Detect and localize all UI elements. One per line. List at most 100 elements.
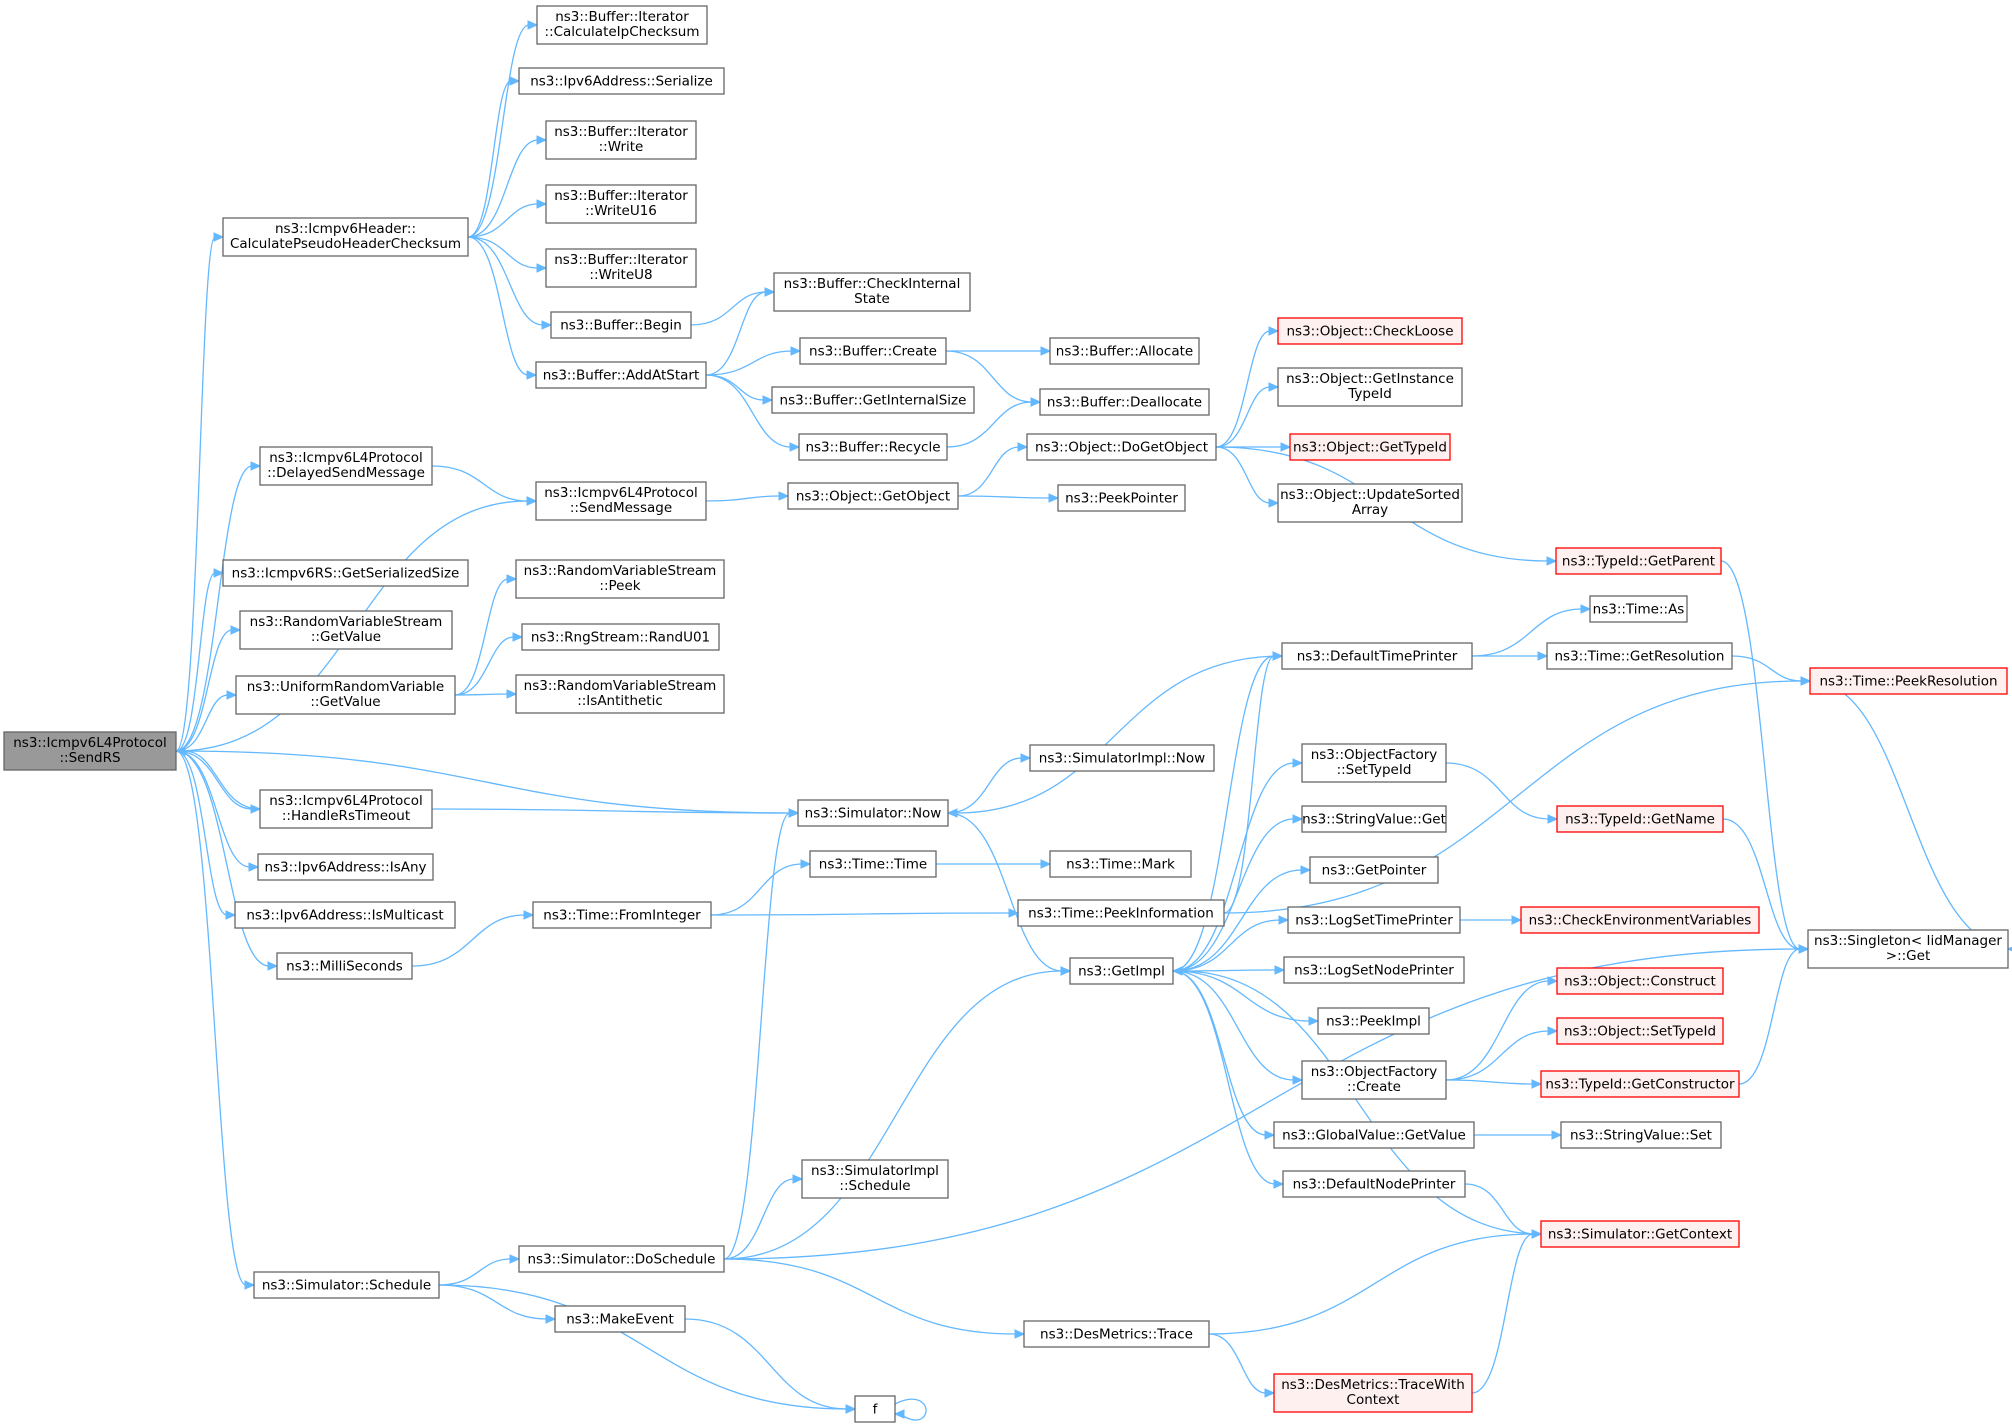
node-bufcreate[interactable]: ns3::Buffer::Create xyxy=(799,337,947,365)
node-logsettime[interactable]: ns3::LogSetTimePrinter xyxy=(1287,906,1461,934)
node-tidgetctor[interactable]: ns3::TypeId::GetConstructor xyxy=(1540,1070,1740,1098)
node-simgetctx[interactable]: ns3::Simulator::GetContext xyxy=(1540,1220,1740,1248)
node-simimplsched[interactable]: ns3::SimulatorImpl::Schedule xyxy=(801,1159,949,1199)
node-label: ns3::Icmpv6RS::GetSerializedSize xyxy=(232,566,460,582)
node-label: Context xyxy=(1347,1392,1400,1408)
edge-line xyxy=(684,1318,848,1410)
node-bufdealloc[interactable]: ns3::Buffer::Deallocate xyxy=(1039,388,1210,416)
node-bufalloc[interactable]: ns3::Buffer::Allocate xyxy=(1049,337,1200,365)
node-calcpseudo[interactable]: ns3::Icmpv6Header::CalculatePseudoHeader… xyxy=(222,217,469,257)
node-singletonget[interactable]: ns3::Singleton< IidManager>::Get xyxy=(1807,929,2009,969)
node-calcip[interactable]: ns3::Buffer::Iterator::CalculateIpChecks… xyxy=(536,5,708,45)
node-defnodeprinter[interactable]: ns3::DefaultNodePrinter xyxy=(1282,1170,1466,1198)
node-tidgetname[interactable]: ns3::TypeId::GetName xyxy=(1556,805,1724,833)
node-box xyxy=(771,386,975,414)
node-objgettid[interactable]: ns3::Object::GetTypeId xyxy=(1289,433,1451,461)
node-getpointer[interactable]: ns3::GetPointer xyxy=(1309,856,1439,884)
node-itwrite16[interactable]: ns3::Buffer::Iterator::WriteU16 xyxy=(545,184,697,224)
node-simimplnow[interactable]: ns3::SimulatorImpl::Now xyxy=(1029,744,1215,772)
node-label: ns3::UniformRandomVariable xyxy=(247,679,445,695)
node-sendrs[interactable]: ns3::Icmpv6L4Protocol::SendRS xyxy=(3,731,177,771)
node-peekimpl[interactable]: ns3::PeekImpl xyxy=(1317,1007,1430,1035)
edge-timegetres-to-timepeekres xyxy=(1731,655,1812,686)
node-itwrite[interactable]: ns3::Buffer::Iterator::Write xyxy=(545,120,697,160)
node-strvalget[interactable]: ns3::StringValue::Get xyxy=(1301,805,1447,833)
node-box xyxy=(1556,805,1724,833)
edge-sendrs-to-handlers xyxy=(175,750,262,814)
node-box xyxy=(797,799,949,827)
node-tidgetparent[interactable]: ns3::TypeId::GetParent xyxy=(1555,547,1722,575)
node-isanti[interactable]: ns3::RandomVariableStream::IsAntithetic xyxy=(515,674,725,714)
node-rvsgetvalue[interactable]: ns3::RandomVariableStream::GetValue xyxy=(239,610,453,650)
node-schedule[interactable]: ns3::Simulator::Schedule xyxy=(253,1271,440,1299)
node-strvalset[interactable]: ns3::StringValue::Set xyxy=(1560,1121,1722,1149)
node-timemark[interactable]: ns3::Time::Mark xyxy=(1049,850,1192,878)
node-objfaccreate[interactable]: ns3::ObjectFactory::Create xyxy=(1301,1060,1447,1100)
edge-line xyxy=(467,80,512,238)
node-label: ns3::Simulator::Now xyxy=(805,806,942,822)
node-box xyxy=(535,481,707,521)
node-isany[interactable]: ns3::Ipv6Address::IsAny xyxy=(257,853,434,881)
node-sendmessage[interactable]: ns3::Icmpv6L4Protocol::SendMessage xyxy=(535,481,707,521)
node-peekinfo[interactable]: ns3::Time::PeekInformation xyxy=(1017,899,1225,927)
edge-objfaccreate-to-objconstruct xyxy=(1445,976,1559,1081)
node-handlers[interactable]: ns3::Icmpv6L4Protocol::HandleRsTimeout xyxy=(259,789,433,829)
node-getimpl[interactable]: ns3::GetImpl xyxy=(1069,957,1174,985)
node-doschedule[interactable]: ns3::Simulator::DoSchedule xyxy=(518,1245,725,1273)
node-checkenv[interactable]: ns3::CheckEnvironmentVariables xyxy=(1520,906,1760,934)
node-delayedsend[interactable]: ns3::Icmpv6L4Protocol::DelayedSendMessag… xyxy=(259,446,433,486)
node-makeevent[interactable]: ns3::MakeEvent xyxy=(554,1305,686,1333)
node-logsetnode[interactable]: ns3::LogSetNodePrinter xyxy=(1283,956,1465,984)
node-label: CalculatePseudoHeaderChecksum xyxy=(230,236,461,252)
edge-handlers-to-sendrs xyxy=(174,746,261,810)
edge-line xyxy=(1731,655,1803,682)
node-urvgetvalue[interactable]: ns3::UniformRandomVariable::GetValue xyxy=(235,675,456,715)
node-box xyxy=(532,901,712,929)
edge-getobject-to-peekptr xyxy=(957,493,1060,503)
node-objsettid[interactable]: ns3::Object::SetTypeId xyxy=(1556,1017,1724,1045)
node-getserial[interactable]: ns3::Icmpv6RS::GetSerializedSize xyxy=(222,559,469,587)
node-fromint[interactable]: ns3::Time::FromInteger xyxy=(532,901,712,929)
node-f[interactable]: f xyxy=(854,1395,896,1423)
node-timepeekres[interactable]: ns3::Time::PeekResolution xyxy=(1809,667,2008,695)
node-dogetobject[interactable]: ns3::Object::DoGetObject xyxy=(1026,433,1217,461)
arrow-head-icon xyxy=(1511,915,1523,925)
node-objconstruct[interactable]: ns3::Object::Construct xyxy=(1556,967,1724,995)
edge-calcpseudo-to-itwrite8 xyxy=(467,236,548,273)
node-desmtrace[interactable]: ns3::DesMetrics::Trace xyxy=(1023,1320,1210,1348)
node-ismulticast[interactable]: ns3::Ipv6Address::IsMulticast xyxy=(234,901,456,929)
node-checkloose[interactable]: ns3::Object::CheckLoose xyxy=(1277,317,1463,345)
node-timetime[interactable]: ns3::Time::Time xyxy=(809,850,937,878)
node-timeas[interactable]: ns3::Time::As xyxy=(1589,595,1688,623)
node-label: ns3::StringValue::Get xyxy=(1302,812,1446,828)
node-itwrite8[interactable]: ns3::Buffer::Iterator::WriteU8 xyxy=(545,248,697,288)
node-box xyxy=(1273,1121,1475,1149)
node-bufrecycle[interactable]: ns3::Buffer::Recycle xyxy=(798,433,948,461)
node-label: ns3::Object::GetInstance xyxy=(1286,371,1454,387)
node-peekptr[interactable]: ns3::PeekPointer xyxy=(1057,484,1186,512)
node-gvgetvalue[interactable]: ns3::GlobalValue::GetValue xyxy=(1273,1121,1475,1149)
edge-getimpl-to-objfacsettid xyxy=(1172,758,1304,972)
node-simnow[interactable]: ns3::Simulator::Now xyxy=(797,799,949,827)
node-timegetres[interactable]: ns3::Time::GetResolution xyxy=(1546,642,1733,670)
node-objfacsettid[interactable]: ns3::ObjectFactory::SetTypeId xyxy=(1301,743,1447,783)
node-deftimeprinter[interactable]: ns3::DefaultTimePrinter xyxy=(1281,642,1473,670)
node-addatstart[interactable]: ns3::Buffer::AddAtStart xyxy=(535,361,707,389)
node-box xyxy=(259,789,433,829)
node-getintsize[interactable]: ns3::Buffer::GetInternalSize xyxy=(771,386,975,414)
node-millis[interactable]: ns3::MilliSeconds xyxy=(276,952,413,980)
node-label: ns3::SimulatorImpl::Now xyxy=(1039,751,1205,767)
node-randu01[interactable]: ns3::RngStream::RandU01 xyxy=(521,623,720,651)
arrow-head-icon xyxy=(1268,326,1280,336)
node-rvspeek[interactable]: ns3::RandomVariableStream::Peek xyxy=(515,559,725,599)
node-getobject[interactable]: ns3::Object::GetObject xyxy=(787,482,959,510)
edge-sendrs-to-delayedsend xyxy=(175,461,262,752)
edge-line xyxy=(1172,970,1267,1136)
node-bufbegin[interactable]: ns3::Buffer::Begin xyxy=(550,311,692,339)
node-ipv6ser[interactable]: ns3::Ipv6Address::Serialize xyxy=(518,67,725,95)
edge-gvgetvalue-to-strvalset xyxy=(1474,1130,1563,1140)
